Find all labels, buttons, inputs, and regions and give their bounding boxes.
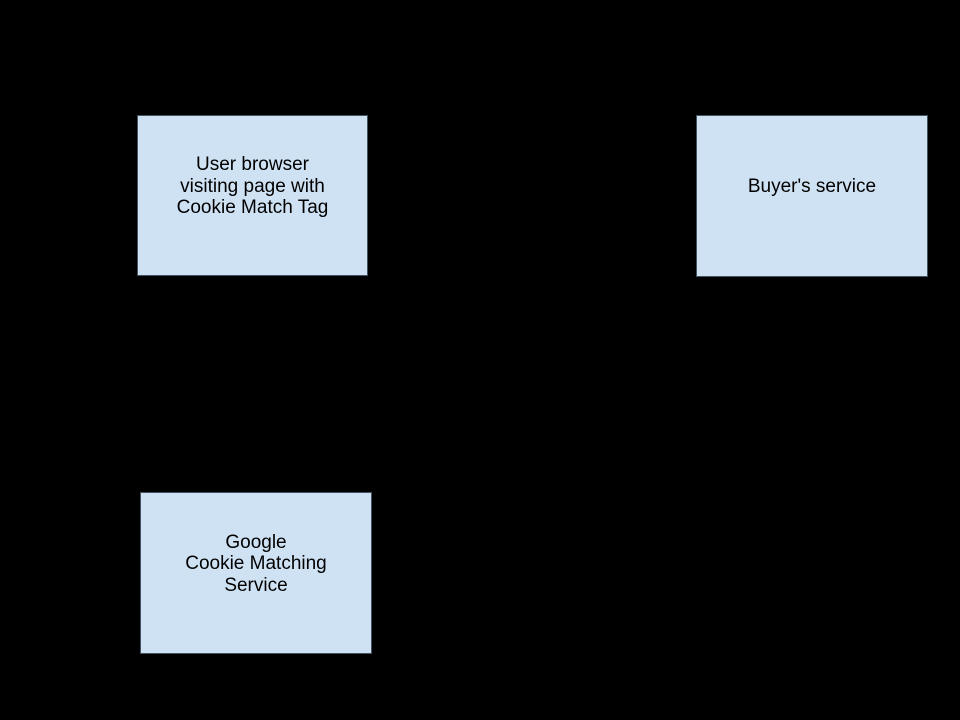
node-buyers-service: Buyer's service: [696, 115, 928, 277]
node-user-browser-label: User browser visiting page with Cookie M…: [177, 154, 329, 219]
node-user-browser-label-line-2: visiting page with: [180, 175, 325, 197]
node-google-cookie-matching-service: Google Cookie Matching Service: [140, 492, 372, 654]
node-user-browser: User browser visiting page with Cookie M…: [137, 115, 368, 276]
node-google-cookie-matching-service-label-line-2: Cookie Matching: [185, 553, 327, 575]
node-google-cookie-matching-service-label-line-3: Service: [224, 574, 288, 596]
node-user-browser-label-line-3: Cookie Match Tag: [176, 197, 329, 219]
node-buyers-service-label: Buyer's service: [748, 176, 876, 198]
node-buyers-service-label-line-1: Buyer's service: [747, 176, 877, 198]
node-user-browser-label-line-1: User browser: [196, 154, 309, 176]
node-google-cookie-matching-service-label: Google Cookie Matching Service: [185, 532, 327, 597]
node-google-cookie-matching-service-label-line-1: Google: [225, 531, 287, 553]
